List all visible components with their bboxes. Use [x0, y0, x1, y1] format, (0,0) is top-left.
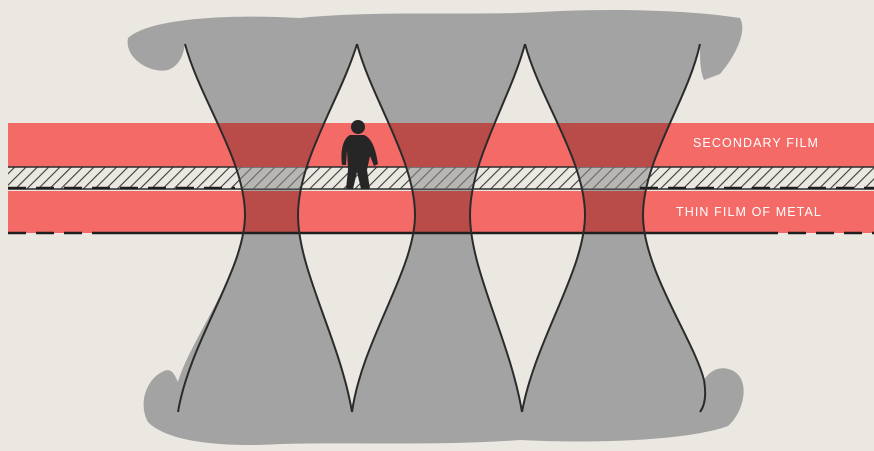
- secondary-film-label: SECONDARY FILM: [693, 136, 819, 150]
- thin-film-label: THIN FILM OF METAL: [676, 205, 822, 219]
